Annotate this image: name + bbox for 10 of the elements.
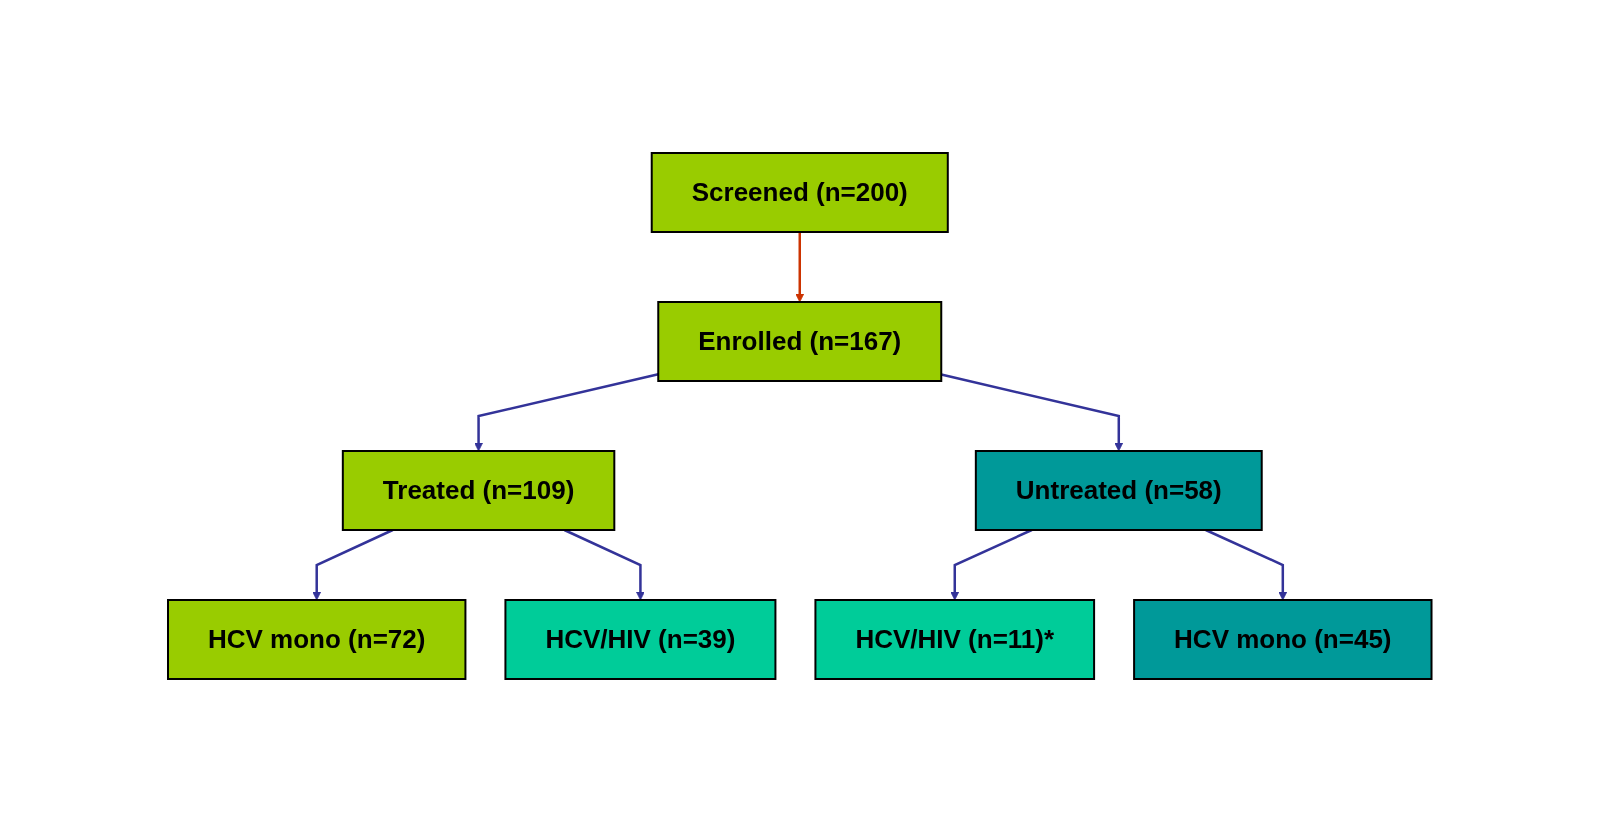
arrow: [940, 373, 1123, 452]
arrow: [795, 232, 804, 303]
node-box: HCV mono (n=45): [1132, 599, 1433, 680]
node-box: Treated (n=109): [341, 450, 616, 531]
node-box: HCV/HIV (n=11)*: [814, 599, 1095, 680]
node-box: Untreated (n=58): [974, 450, 1263, 531]
node-box: HCV/HIV (n=39): [504, 599, 777, 680]
node-box: HCV mono (n=72): [166, 599, 467, 680]
node-box: Screened (n=200): [650, 152, 949, 233]
node-box: Enrolled (n=167): [657, 301, 942, 382]
